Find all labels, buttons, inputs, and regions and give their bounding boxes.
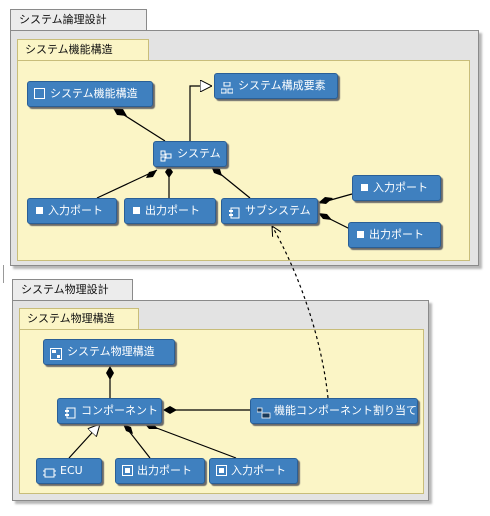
assignment-icon [256,404,271,419]
port-icon [36,206,43,214]
component-icon [64,404,76,419]
physical-package-tab[interactable]: システム物理設計 [12,279,133,301]
port-icon [357,230,364,238]
node-outport-label: 出力ポート [145,204,200,217]
logical-package-title: システム論理設計 [19,13,107,26]
edge-component-inport [145,423,237,459]
edge-assign-subsystem [272,226,329,399]
edge-system-subsystem-diamond [211,166,222,176]
logical-package-tab[interactable]: システム論理設計 [10,9,147,31]
edge-subsystem-outport-diamond [318,213,332,220]
hierarchy-icon [220,79,234,94]
node-outport[interactable]: 出力ポート [124,198,216,224]
canvas-edge-stub [0,265,4,283]
edge-component-outport-diamond [123,424,133,434]
node-func-assign-label: 機能コンポーネント割り当て [274,404,417,417]
node-sub-inport[interactable]: 入力ポート [352,175,441,201]
node-subsystem-label: サブシステム [245,204,311,217]
node-sub-outport-label: 出力ポート [369,228,424,241]
port-icon [361,183,368,191]
node-sub-outport[interactable]: 出力ポート [348,222,441,248]
edge-system-funcstruct-diamond [113,108,127,116]
node-ecu-label: ECU [60,464,83,477]
node-phys-outport-label: 出力ポート [137,464,192,477]
edge-component-physstruct-diamond [106,366,114,380]
node-inport-label: 入力ポート [48,204,103,217]
physical-subpackage-tab[interactable]: システム物理構造 [19,308,139,330]
edge-system-elem [189,86,212,141]
port-icon [122,464,133,476]
node-sys-elem[interactable]: システム構成要素 [214,73,338,99]
node-subsystem[interactable]: サブシステム [221,198,318,224]
port-icon [133,206,140,214]
logical-subpackage-tab[interactable]: システム機能構造 [17,39,149,61]
node-system-label: システム [177,147,221,160]
node-phys-outport[interactable]: 出力ポート [115,458,205,484]
node-func-struct-label: システム機能構造 [50,87,138,100]
physical-subpackage-title: システム物理構造 [27,312,115,325]
component-icon [228,204,240,219]
chip-icon [43,464,56,478]
edge-assign-component-diamond [163,406,177,414]
node-phys-inport[interactable]: 入力ポート [209,458,298,484]
structure-icon [34,87,45,99]
node-phys-inport-label: 入力ポート [231,464,286,477]
node-phys-struct-label: システム物理構造 [67,345,155,358]
node-func-assign[interactable]: 機能コンポーネント割り当て [250,398,418,424]
node-component-label: コンポーネント [81,404,158,417]
node-ecu[interactable]: ECU [36,458,102,484]
structure-icon [50,345,62,360]
edge-subsystem-inport-diamond [318,197,333,204]
edge-system-inport-diamond [146,170,157,178]
node-component[interactable]: コンポーネント [57,398,162,424]
node-inport[interactable]: 入力ポート [27,198,117,224]
system-icon [160,147,172,162]
node-phys-struct[interactable]: システム物理構造 [43,339,175,365]
port-icon [216,464,227,476]
edge-system-inport [96,169,158,199]
edge-system-outport-diamond [165,166,173,178]
node-system[interactable]: システム [153,141,227,167]
node-sub-inport-label: 入力ポート [373,181,428,194]
edge-component-inport-diamond [144,423,158,429]
node-sys-elem-label: システム構成要素 [238,79,326,92]
physical-package-title: システム物理設計 [21,283,109,296]
edge-ecu-component [68,424,100,459]
node-func-struct[interactable]: システム機能構造 [27,81,153,107]
logical-subpackage-title: システム機能構造 [25,43,113,56]
